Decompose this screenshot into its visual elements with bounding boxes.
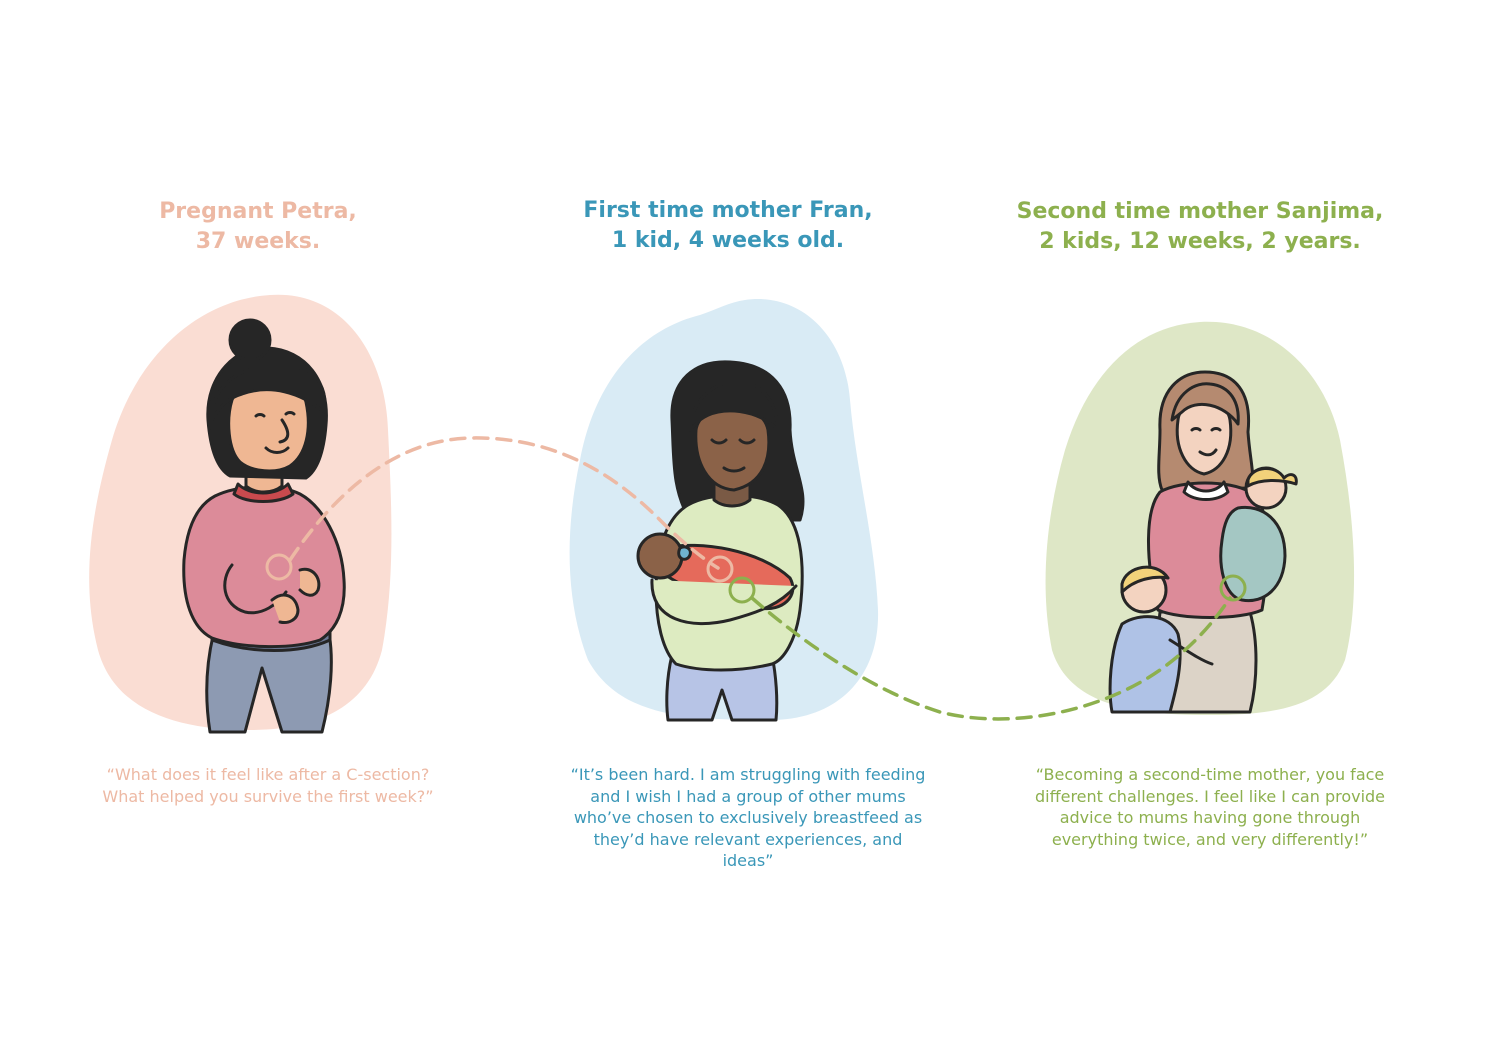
petra-fran-connector bbox=[288, 436, 720, 570]
petra-quote: “What does it feel like after a C-sectio… bbox=[102, 765, 434, 806]
sanjima-eye-right bbox=[1210, 427, 1222, 432]
sanjima-figure bbox=[1108, 370, 1298, 714]
fran-title: First time mother Fran, 1 kid, 4 weeks o… bbox=[508, 196, 948, 256]
fran-sanjima-connector bbox=[750, 596, 1232, 721]
petra-hand-lower bbox=[270, 593, 300, 624]
sanjima-title-line1: Second time mother Sanjima, bbox=[1016, 199, 1384, 224]
petra-title: Pregnant Petra, 37 weeks. bbox=[38, 197, 478, 257]
sanjima-title: Second time mother Sanjima, 2 kids, 12 w… bbox=[980, 197, 1420, 257]
fran-baby-head bbox=[636, 532, 684, 580]
sanjima-mouth bbox=[1198, 448, 1218, 457]
petra-sweater bbox=[182, 485, 346, 649]
petra-mouth bbox=[264, 446, 290, 454]
petra-nose bbox=[278, 418, 290, 444]
fran-mouth bbox=[722, 466, 746, 473]
petra-hair-fringe bbox=[210, 364, 327, 422]
sanjima-title-line2: 2 kids, 12 weeks, 2 years. bbox=[1039, 229, 1361, 254]
sanjima-hair-top bbox=[1170, 382, 1240, 426]
fran-eye-right bbox=[738, 438, 756, 445]
petra-eye-right bbox=[284, 411, 296, 416]
sanjima-quote: “Becoming a second-time mother, you face… bbox=[1034, 765, 1386, 849]
petra-connector-node bbox=[265, 553, 293, 581]
fran-arm bbox=[650, 578, 798, 626]
petra-eye-left bbox=[254, 413, 266, 418]
sanjima-connector-node bbox=[1219, 574, 1247, 602]
fran-quote: “It’s been hard. I am struggling with fe… bbox=[570, 765, 926, 870]
fran-baby-pacifier bbox=[677, 545, 692, 561]
fran-green-connector-node bbox=[728, 576, 756, 604]
fran-figure bbox=[636, 360, 805, 722]
fran-pink-connector-node bbox=[706, 555, 734, 583]
sanjima-baby-hair bbox=[1246, 467, 1298, 488]
sanjima-collar bbox=[1182, 480, 1230, 501]
fran-hair-top bbox=[688, 380, 780, 432]
sanjima-toddler-arm bbox=[1168, 638, 1214, 666]
petra-title-line2: 37 weeks. bbox=[195, 229, 321, 254]
petra-face bbox=[227, 383, 310, 473]
sanjima-baby-body bbox=[1219, 505, 1287, 603]
petra-figure bbox=[182, 318, 346, 734]
petra-hand-upper bbox=[298, 567, 321, 597]
fran-eye-left bbox=[710, 438, 728, 445]
petra-hair-bun bbox=[228, 318, 272, 362]
petra-title-line1: Pregnant Petra, bbox=[159, 199, 357, 224]
fran-title-line2: 1 kid, 4 weeks old. bbox=[611, 228, 845, 253]
petra-trousers bbox=[205, 626, 333, 734]
fran-title-line1: First time mother Fran, bbox=[583, 198, 873, 223]
fran-trousers bbox=[665, 653, 779, 722]
sanjima-eye-left bbox=[1190, 427, 1202, 432]
sanjima-toddler-hair bbox=[1120, 565, 1170, 594]
